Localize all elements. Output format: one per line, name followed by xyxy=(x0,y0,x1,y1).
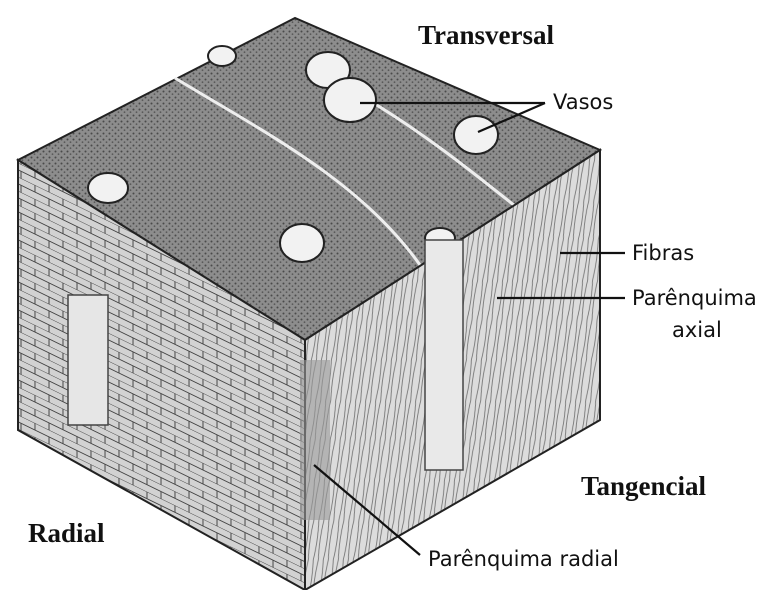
vessel xyxy=(88,173,128,203)
label-transversal: Transversal xyxy=(418,22,554,49)
label-parenquima-radial: Parênquima radial xyxy=(428,549,619,570)
label-fibras: Fibras xyxy=(632,243,694,264)
vessel xyxy=(280,224,324,262)
label-tangencial: Tangencial xyxy=(581,473,706,500)
label-parenquima-axial-line2: axial xyxy=(672,320,722,341)
label-radial: Radial xyxy=(28,520,105,547)
ray-band xyxy=(300,360,330,520)
vessel-channel xyxy=(425,240,463,470)
vessel xyxy=(208,46,236,66)
label-vasos: Vasos xyxy=(553,92,613,113)
vessel-channel xyxy=(68,295,108,425)
label-parenquima-axial-line1: Parênquima xyxy=(632,288,757,309)
vessel xyxy=(454,116,498,154)
vessel xyxy=(324,78,376,122)
